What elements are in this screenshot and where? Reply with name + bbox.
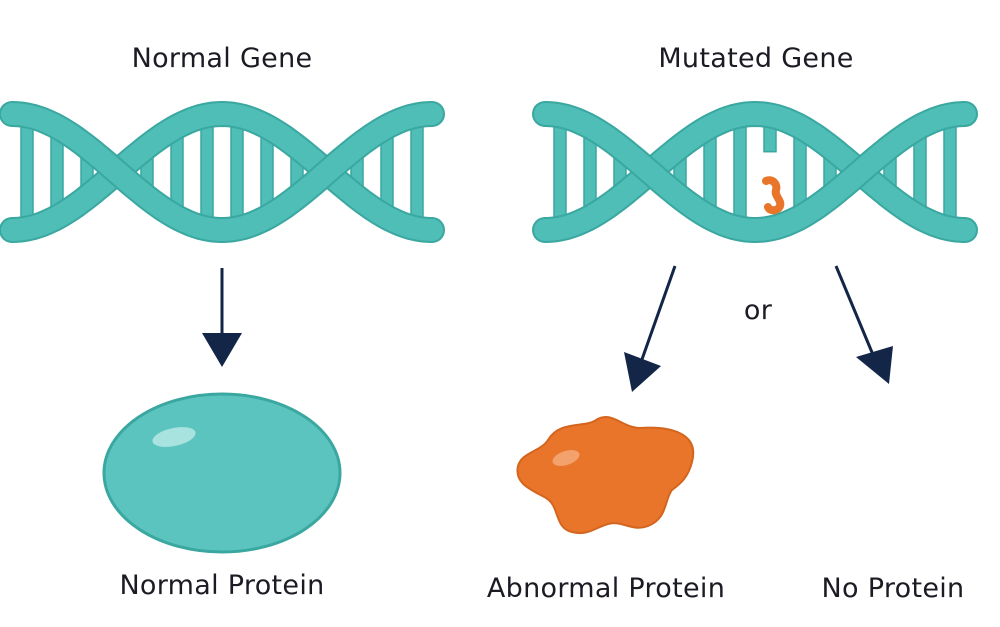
normal-gene-title: Normal Gene — [131, 43, 313, 74]
dna-helix-icon — [0, 101, 445, 243]
arrow-no-protein — [834, 265, 893, 384]
oval-protein-icon — [102, 392, 342, 554]
dna-rung — [553, 114, 567, 230]
arrow-abnormal — [624, 265, 677, 392]
arrow-normal — [202, 268, 242, 367]
abnormal-protein-label: Abnormal Protein — [486, 573, 726, 604]
dna-rung — [230, 114, 244, 230]
dna-rung — [20, 114, 34, 230]
or-label: or — [743, 295, 773, 326]
dna-rung — [733, 114, 747, 230]
dna-strand-back — [1, 103, 443, 241]
dna-strand-back — [534, 103, 976, 241]
dna-rung — [200, 114, 214, 230]
dna-strand-front — [1, 103, 443, 241]
mutated-dna-helix-icon — [532, 101, 978, 243]
mutation-fragment — [762, 176, 785, 215]
arrow-no-protein-shaft — [834, 265, 878, 363]
dna-rung — [943, 114, 957, 230]
arrow-no-protein-head — [856, 346, 893, 384]
arrow-abnormal-head — [624, 352, 661, 392]
normal-protein-label: Normal Protein — [119, 570, 325, 601]
dna-rung — [410, 114, 424, 230]
irregular-protein-icon — [516, 416, 695, 534]
arrow-abnormal-shaft — [638, 265, 677, 366]
dna-strand-front — [534, 103, 976, 241]
mutated-gene-title: Mutated Gene — [658, 43, 854, 74]
arrow-normal-head — [202, 333, 242, 367]
no-protein-label: No Protein — [821, 573, 965, 604]
